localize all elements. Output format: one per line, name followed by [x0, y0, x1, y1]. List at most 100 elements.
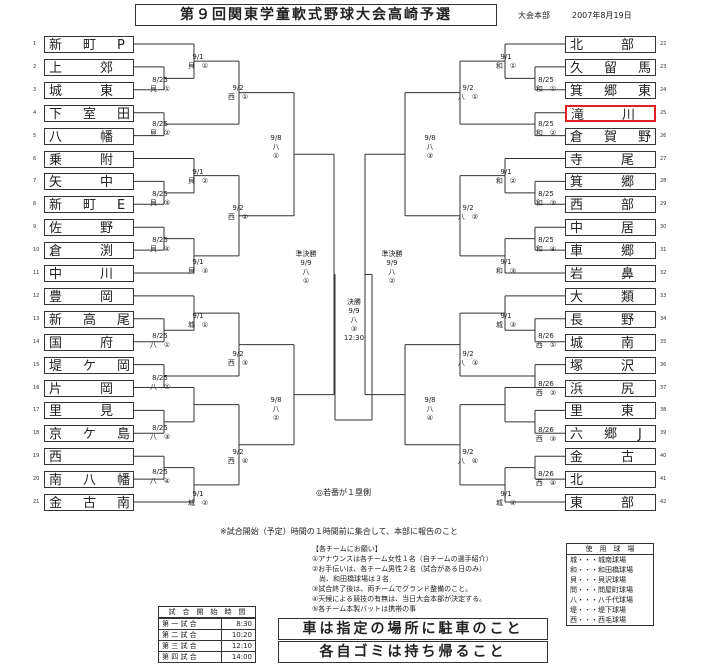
match-label: 9/8 八 ①: [270, 134, 282, 160]
team-box: 北: [565, 471, 656, 489]
team-box: 倉 渕: [44, 242, 134, 260]
match-label: 8/25 貝 ③: [149, 190, 171, 207]
team-box: 北 部: [565, 36, 656, 53]
team-box: 片 岡: [44, 379, 134, 397]
field-item: 八・・・八千代球場: [570, 596, 633, 604]
team-number: 29: [660, 201, 667, 208]
team-box: 新 高 尾: [44, 310, 134, 328]
field-item: 堤・・・堤下球場: [570, 606, 626, 614]
team-box: 城 南: [565, 333, 656, 351]
team-number: 4: [33, 109, 37, 116]
team-number: 3: [33, 86, 37, 93]
team-box: 城 東: [44, 81, 134, 99]
match-label: 9/1 貝 ③: [187, 258, 209, 275]
match-label: 8/25 和 ①: [535, 76, 557, 93]
team-number: 27: [660, 155, 667, 162]
team-box: 寺 尾: [565, 150, 656, 168]
match-label: 9/2 八 ③: [457, 350, 479, 367]
home-side-note: ◎若番が１塁側: [316, 488, 371, 497]
match-label: 9/2 西 ①: [227, 84, 249, 101]
team-number: 38: [660, 407, 667, 414]
team-number: 6: [33, 155, 37, 162]
gather-note: ※試合開始（予定）時間の１時間前に集合して、本部に報告のこと: [220, 527, 459, 536]
team-box: 新 町 P: [44, 36, 134, 53]
schedule-time: 8:30: [221, 619, 255, 629]
team-box: 倉 賀 野: [565, 127, 656, 145]
team-number: 14: [33, 338, 40, 345]
team-box: 里 見: [44, 402, 134, 420]
match-label: 9/2 八 ②: [457, 204, 479, 221]
match-label: 8/25 和 ④: [535, 236, 557, 253]
schedule-time: 10:20: [221, 630, 255, 640]
team-box: 岩 鼻: [565, 265, 656, 282]
team-box: 堤 ケ 岡: [44, 356, 134, 374]
team-number: 5: [33, 132, 37, 139]
schedule-time: 12:10: [221, 641, 255, 651]
team-number: 19: [33, 453, 40, 460]
team-box: 箕 郷 東: [565, 81, 656, 99]
match-label: 9/2 八 ④: [457, 448, 479, 465]
team-number: 37: [660, 384, 667, 391]
team-number: 24: [660, 86, 667, 93]
team-number: 16: [33, 384, 40, 391]
match-label: 9/2 西 ④: [227, 448, 249, 465]
team-box: 久 留 馬: [565, 58, 656, 76]
team-number: 15: [33, 361, 40, 368]
team-number: 28: [660, 178, 667, 185]
match-label: 8/25 貝 ①: [149, 76, 171, 93]
match-label: 8/25 八 ②: [149, 374, 171, 391]
team-box: 金 古 南: [44, 494, 134, 511]
parking-notice: 車は指定の場所に駐車のこと: [278, 618, 548, 640]
fields-panel: 使 用 球 場 城・・・城南球場和・・・和田橋球場貝・・・貝沢球場問・・・問屋町…: [566, 543, 654, 626]
team-number: 35: [660, 338, 667, 345]
match-label: 8/26 西 ①: [535, 332, 557, 349]
organizer-label: 大会本部: [518, 11, 550, 20]
team-box: 滝 川: [565, 104, 656, 122]
team-number: 26: [660, 132, 667, 139]
match-label: 9/8 八 ②: [270, 396, 282, 422]
field-item: 城・・・城南球場: [570, 556, 626, 564]
match-label: 8/26 西 ②: [535, 380, 557, 397]
requests-panel: 【各チームにお願い】 ①アナウンスは各チーム女性１名（自チームの選手紹介）②お手…: [312, 544, 562, 614]
match-label: 準決勝 9/9 八 ①: [295, 250, 317, 285]
team-box: 六 郷 J: [565, 425, 656, 443]
match-label: 8/25 八 ③: [149, 424, 171, 441]
team-number: 42: [660, 499, 667, 505]
match-label: 8/26 西 ③: [535, 426, 557, 443]
match-label: 8/26 西 ④: [535, 470, 557, 487]
team-box: 新 町 E: [44, 196, 134, 214]
team-box: 矢 中: [44, 173, 134, 191]
request-item: ①アナウンスは各チーム女性１名（自チームの選手紹介）: [312, 555, 493, 563]
date-label: 2007年8月19日: [572, 11, 632, 20]
request-item: ④天候による競技の有無は、当日大会本部が決定する。: [312, 595, 487, 603]
team-box: 箕 郷: [565, 173, 656, 191]
team-number: 21: [33, 499, 40, 505]
match-label: 8/25 八 ①: [149, 332, 171, 349]
request-item: ②お手伝いは、各チーム男性２名（試合がある日のみ）: [312, 565, 487, 573]
schedule-game: 第 四 試 合: [162, 653, 197, 661]
match-label: 8/25 貝 ④: [149, 236, 171, 253]
team-number: 8: [33, 201, 37, 208]
team-box: 国 府: [44, 333, 134, 351]
team-box: 長 野: [565, 310, 656, 328]
match-label: 9/2 八 ①: [457, 84, 479, 101]
match-label: 8/25 八 ④: [149, 468, 171, 485]
team-box: 金 古: [565, 448, 656, 466]
team-box: 大 類: [565, 287, 656, 305]
match-label: 9/1 城 ④: [495, 490, 517, 507]
match-label: 8/25 和 ②: [535, 120, 557, 137]
match-label: 決勝 9/9 八 ③ 12:30: [343, 298, 365, 342]
garbage-notice: 各自ゴミは持ち帰ること: [278, 641, 548, 663]
team-number: 33: [660, 292, 667, 299]
match-label: 8/25 和 ③: [535, 190, 557, 207]
team-number: 20: [33, 476, 40, 483]
team-number: 32: [660, 270, 667, 276]
team-box: 下 室 田: [44, 104, 134, 122]
team-box: 豊 岡: [44, 287, 134, 305]
